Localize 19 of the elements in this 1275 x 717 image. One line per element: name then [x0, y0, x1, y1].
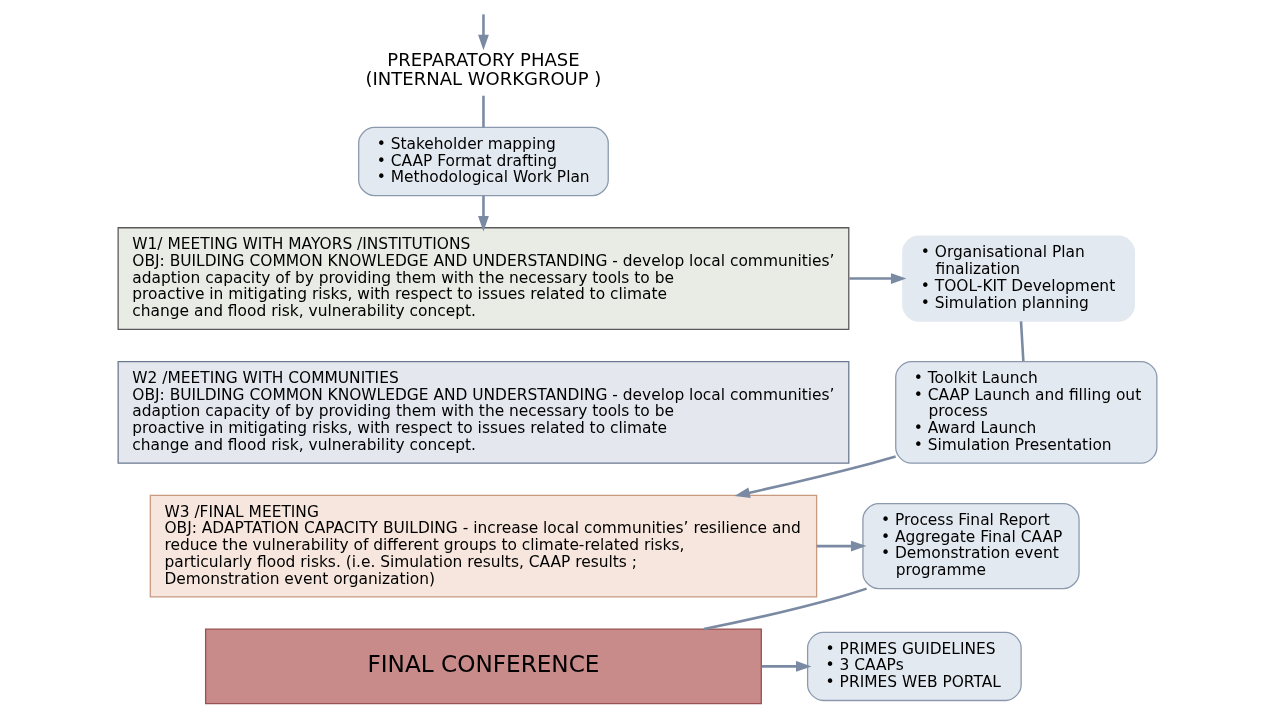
- node-box: • PRIMES GUIDELINES • 3 CAAPs • PRIMES WEB PORTAL: [806, 631, 1022, 702]
- connector: [482, 95, 485, 128]
- node-box: • Stakeholder mapping • CAAP Format drafting • Methodological Work Plan: [358, 126, 609, 197]
- node-box: • Organisational Plan finalization • TOOL-KIT Development • Simulation planning: [902, 235, 1135, 322]
- node-box: • Toolkit Launch • CAAP Launch and filling out process • Award Launch • Simulation Presentation: [895, 360, 1158, 464]
- arrow: [849, 273, 907, 284]
- arrow: [816, 540, 867, 552]
- arrow: [478, 14, 489, 51]
- arrow: [734, 455, 896, 498]
- node-box: • Process Final Report • Aggregate Final CAAP • Demonstration event programme: [862, 503, 1080, 590]
- node-text: PREPARATORY PHASE (INTERNAL WORKGROUP ): [365, 48, 602, 90]
- connector: [1019, 321, 1025, 362]
- node-box: FINAL CONFERENCE: [204, 628, 762, 705]
- node-box: W1/ MEETING WITH MAYORS /INSTITUTIONS OBJ: BUILDING COMMON KNOWLEDGE AND UNDERSTANDING - develop local communities’ adaption capacity of by providing them with the necessary tools to be proactive in mitigating risks, with respect to issues related to climate change and flood risk, vulnerability concept.: [117, 227, 850, 331]
- connector: [703, 587, 867, 631]
- node-box: W2 /MEETING WITH COMMUNITIES OBJ: BUILDING COMMON KNOWLEDGE AND UNDERSTANDING - develop local communities’ adaption capacity of by providing them with the necessary tools to be proactive in mitigating risks, with respect to issues related to climate change and flood risk, vulnerability concept.: [117, 360, 850, 464]
- node-box: W3 /FINAL MEETING OBJ: ADAPTATION CAPACITY BUILDING - increase local communities’ resilience and reduce the vulnerability of different groups to climate-related risks, particularly flood risks. (i.e. Simulation results, CAAP results ; Demonstration event organization): [149, 494, 818, 598]
- arrow: [478, 195, 489, 232]
- arrow: [761, 660, 812, 672]
